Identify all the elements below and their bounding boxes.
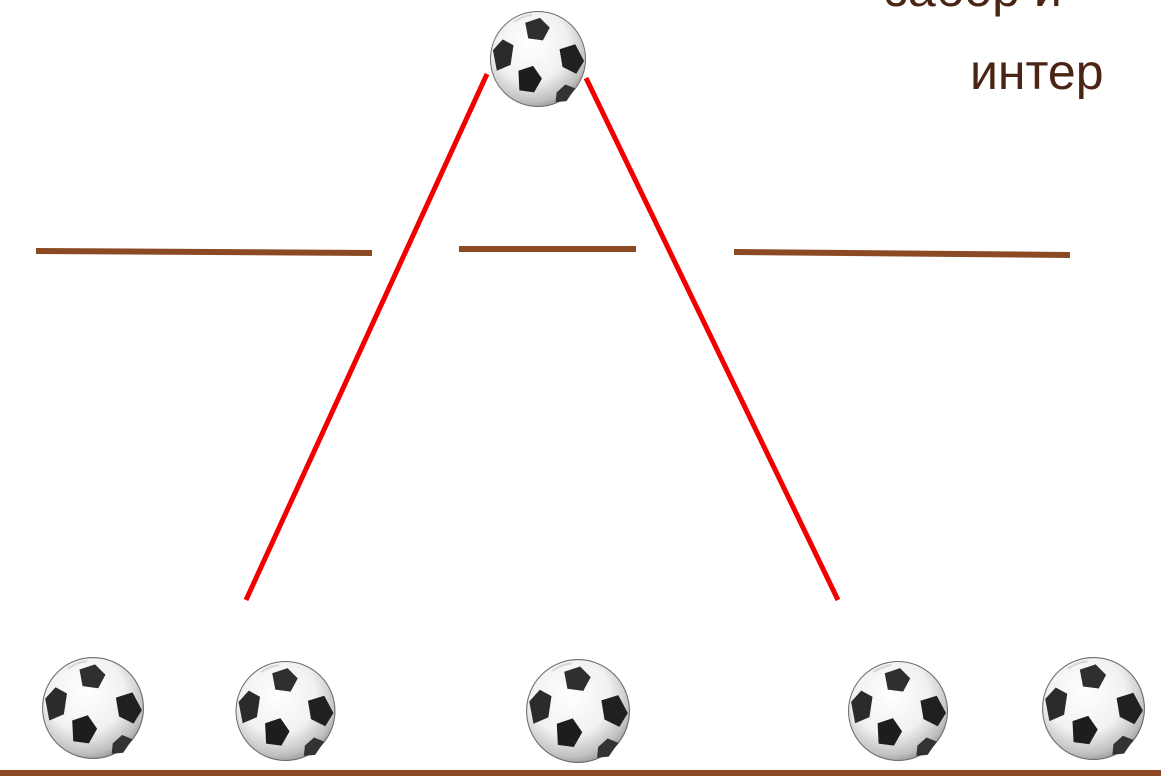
trajectory-left — [246, 74, 487, 600]
crossbar-left — [36, 251, 372, 253]
soccer-ball-icon — [526, 659, 630, 763]
soccer-ball-icon — [236, 661, 336, 761]
bottom-balls — [42, 657, 1145, 763]
trajectory-lines — [246, 74, 838, 600]
trajectory-right — [586, 78, 838, 600]
crossbar-right — [734, 252, 1070, 255]
soccer-ball-icon — [42, 657, 144, 759]
soccer-ball-icon — [1042, 657, 1145, 760]
top-ball — [490, 11, 586, 107]
soccer-ball-icon — [490, 11, 586, 107]
soccer-ball-icon — [848, 661, 948, 761]
